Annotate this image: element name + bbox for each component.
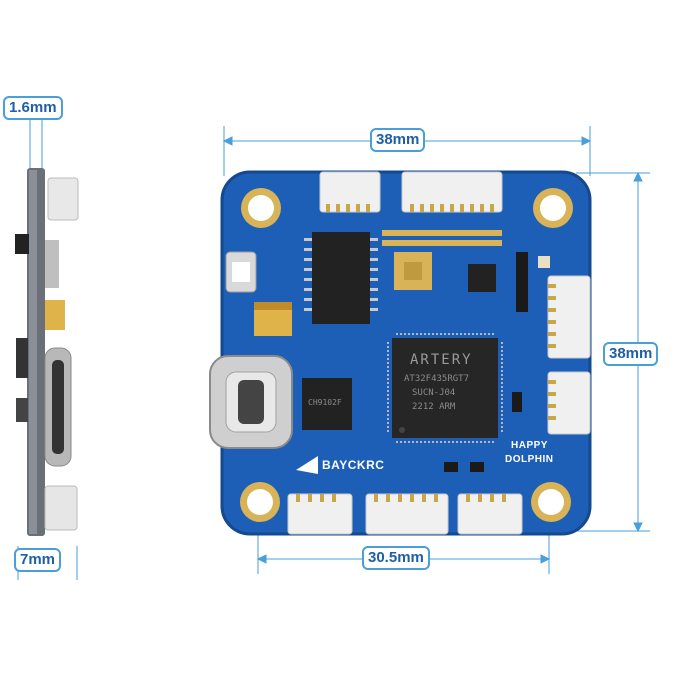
side-height-label: 7mm: [14, 548, 62, 572]
brand-silkscreen: BAYCKRC: [322, 458, 385, 472]
mount-spacing-label: 30.5mm: [362, 546, 430, 570]
flash-chip: [302, 378, 352, 430]
driver-chip-text: CH9102F: [308, 398, 342, 407]
mcu-line4-text: 2212 ARM: [412, 402, 456, 412]
usb-uart-chip: [304, 232, 378, 324]
mcu-chip: [387, 333, 503, 443]
pad-strip: [382, 230, 502, 246]
baro-chip: [468, 264, 496, 292]
mcu-part-text: AT32F435RGT7: [404, 374, 470, 384]
mcu-brand-text: ARTERY: [410, 352, 473, 368]
flight-controller-board: [209, 170, 592, 536]
top-connectors: [319, 171, 503, 213]
side-view: [15, 118, 79, 580]
width-label: 38mm: [370, 128, 426, 152]
thickness-label: 1.6mm: [3, 96, 63, 120]
right-connectors: [547, 275, 591, 435]
bayckrc-logo: [296, 456, 318, 474]
silkscreen-dolphin: DOLPHIN: [505, 454, 554, 465]
bottom-connectors: [287, 493, 523, 535]
mcu-line3-text: SUCN-J04: [412, 388, 456, 398]
height-label: 38mm: [603, 342, 659, 366]
silkscreen-happy: HAPPY: [511, 440, 548, 451]
usb-c-port: [209, 355, 293, 449]
